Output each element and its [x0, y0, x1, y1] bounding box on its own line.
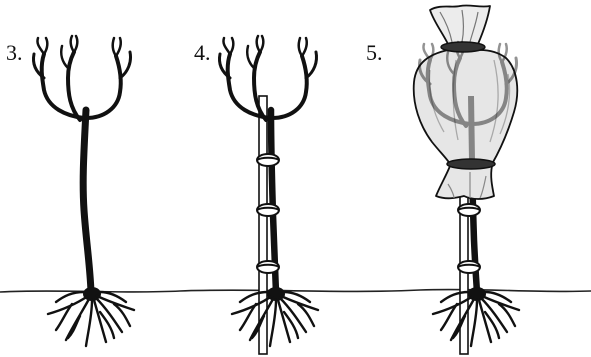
roots-4 [232, 287, 318, 346]
tree-5 [414, 5, 519, 354]
roots-3 [48, 287, 134, 346]
step-3-label: 3. [6, 40, 23, 65]
step-5-label: 5. [366, 40, 383, 65]
step-4-label: 4. [194, 40, 211, 65]
step-5-figure: 5. [366, 5, 519, 354]
roots-5 [433, 287, 519, 346]
protective-bag [414, 5, 518, 199]
bag-bottom-tie [447, 159, 495, 169]
step-4-figure: 4. [194, 36, 318, 354]
tree-4 [219, 36, 318, 354]
tree-3 [33, 36, 134, 346]
step-3-figure: 3. [6, 36, 134, 346]
bag-top-tie [441, 42, 485, 52]
